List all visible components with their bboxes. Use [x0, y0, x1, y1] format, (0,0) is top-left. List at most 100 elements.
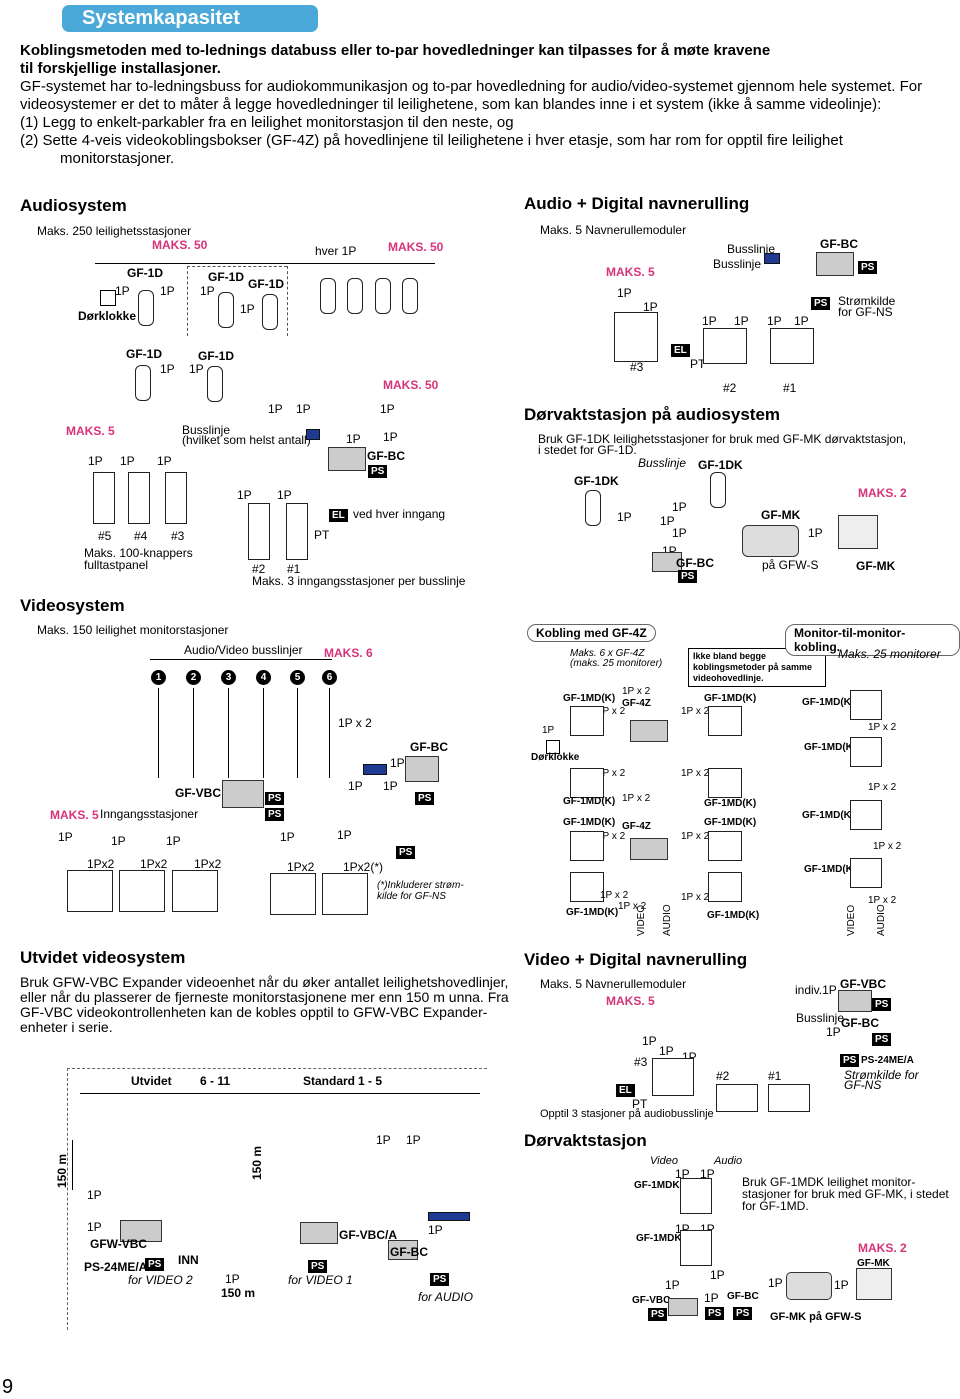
bus-line [297, 688, 298, 778]
label-1p: 1P [383, 430, 398, 444]
video-monitor-station [322, 873, 368, 915]
bell-icon [100, 290, 116, 306]
entrance-panel [165, 472, 187, 524]
gfbc-label: GF-BC [410, 740, 448, 754]
ps24-label: PS-24ME/A [861, 1055, 914, 1066]
bell-icon [546, 740, 560, 754]
maks5nav-label: Maks. 5 Navnerullemoduler [540, 977, 687, 991]
group-divider [287, 266, 288, 336]
gf1mdk-label: GF-1MDK [634, 1180, 680, 1191]
forgfns-label: for GF-NS [838, 305, 893, 319]
label-1p: 1P [380, 402, 395, 416]
gf1mdk-label: GF-1MD(K) [802, 697, 855, 708]
bus-line [228, 688, 229, 778]
ps-badge: PS [368, 465, 388, 478]
gf-bc-unit [405, 756, 439, 782]
label-1p: 1P [376, 1133, 391, 1147]
circle-number: 5 [290, 670, 305, 685]
ps-badge: PS [396, 846, 416, 859]
label-1p: 1P [348, 779, 363, 793]
busslinje-label: Busslinje [727, 242, 776, 256]
label-1p: 1P [111, 834, 126, 848]
gf1d-3: GF-1D [248, 277, 284, 291]
dorvakt2-text-2: stasjoner for bruk med GF-MK, i stedet [742, 1187, 949, 1201]
intro-text: Koblingsmetoden med to-lednings databuss… [20, 42, 950, 168]
handset-station [770, 328, 814, 364]
label-1p: 1P [643, 300, 658, 314]
ps-badge: PS [265, 808, 285, 821]
inng-label: Inngangsstasjoner [100, 807, 199, 821]
gf-4z-unit [630, 838, 668, 860]
dorvakt-text-1: Bruk GF-1DK leilighetsstasjoner for bruk… [538, 432, 907, 446]
inn-label: INN [178, 1253, 199, 1267]
handset-icon [138, 290, 154, 326]
gf4z-title: Kobling med GF-4Z [527, 624, 656, 642]
video-entrance-panel [172, 870, 218, 912]
label-1p: 1P [428, 1223, 443, 1237]
onepx2star-label: 1Px2(*) [343, 860, 384, 874]
entrance-panel [128, 472, 150, 524]
bus-line [193, 688, 194, 778]
bus-line [263, 688, 264, 778]
label-1p: 1P [120, 454, 135, 468]
warning-note: Ikke bland begge koblingsmetoder på samm… [688, 648, 826, 687]
monitor-icon [680, 1230, 712, 1266]
label-1p: 1P [390, 756, 405, 770]
bus-connector [306, 429, 320, 440]
handset-icon [585, 490, 601, 526]
gfbc-label: GF-BC [676, 556, 714, 570]
frame-left [67, 1068, 69, 1330]
monitor-icon [570, 872, 604, 902]
gf1mdk-label: GF-1MD(K) [704, 817, 757, 828]
gfmkpa-label: GF-MK på GFW-S [770, 1311, 862, 1323]
monitor-icon [570, 831, 604, 861]
pagfws-label: på GFW-S [762, 558, 819, 572]
utvidet-label: Utvidet [131, 1074, 172, 1088]
range1-label: 6 - 11 [200, 1074, 231, 1088]
num-1: #1 [783, 381, 797, 395]
onepx2: 1P x 2 [597, 768, 626, 779]
desk-phone-icon [786, 1272, 832, 1300]
el-badge: EL [616, 1084, 635, 1097]
label-1p: 1P [675, 1167, 690, 1181]
gfvbc-label: GF-VBC [840, 977, 886, 991]
inkl-1: (*)Inkluderer strøm- [377, 880, 464, 891]
gf-bc-unit [816, 252, 854, 276]
label-1p: 1P [277, 488, 292, 502]
maks5-label: MAKS. 5 [50, 808, 99, 822]
entrance-panel [286, 503, 308, 560]
gfwvbc-label: GFW-VBC [90, 1237, 148, 1251]
num-3: #3 [171, 529, 185, 543]
maks5-audio: MAKS. 5 [66, 424, 115, 438]
label-1p: 1P [617, 510, 632, 524]
m2m-title: Monitor-til-monitor-kobling. [785, 624, 960, 656]
intro-paragraph: GF-systemet har to-ledningsbuss for audi… [20, 78, 923, 113]
circle-number: 1 [151, 670, 166, 685]
label-1p: 1P [88, 454, 103, 468]
busslinje-label: Busslinje [713, 257, 762, 271]
maks6-label: MAKS. 6 [324, 646, 373, 660]
page-number: 9 [2, 1376, 14, 1398]
forvideo1-label: for VIDEO 1 [288, 1273, 353, 1287]
handset-icon [135, 365, 151, 401]
indiv-label: indiv.1P [795, 983, 837, 997]
label-1p: 1P [189, 362, 204, 376]
gf-bc-unit [328, 447, 366, 471]
onepx2b-label: 1Px2 [194, 857, 222, 871]
wall-station-icon [838, 515, 878, 549]
bus-connector [363, 764, 387, 775]
gf4z-m25: (maks. 25 monitorer) [570, 658, 663, 669]
note-line-1: Ikke bland begge [693, 651, 767, 661]
forgfns-label: GF-NS [844, 1078, 882, 1092]
circle-number: 3 [221, 670, 236, 685]
label-1p: 1P [115, 284, 130, 298]
ps-badge: PS [648, 1308, 668, 1321]
gf1dk-label: GF-1DK [574, 474, 619, 488]
gf1mdk-label: GF-1MD(K) [566, 907, 619, 918]
dorvakt-text-2: i stedet for GF-1D. [538, 443, 637, 457]
label-1p: 1P [710, 1268, 725, 1282]
label-1p: 1P [768, 1276, 783, 1290]
audio-vertical-label: AUDIO [662, 904, 673, 936]
label-1p: 1P [157, 454, 172, 468]
utvidet-text: Bruk GFW-VBC Expander videoenhet når du … [20, 974, 509, 1035]
